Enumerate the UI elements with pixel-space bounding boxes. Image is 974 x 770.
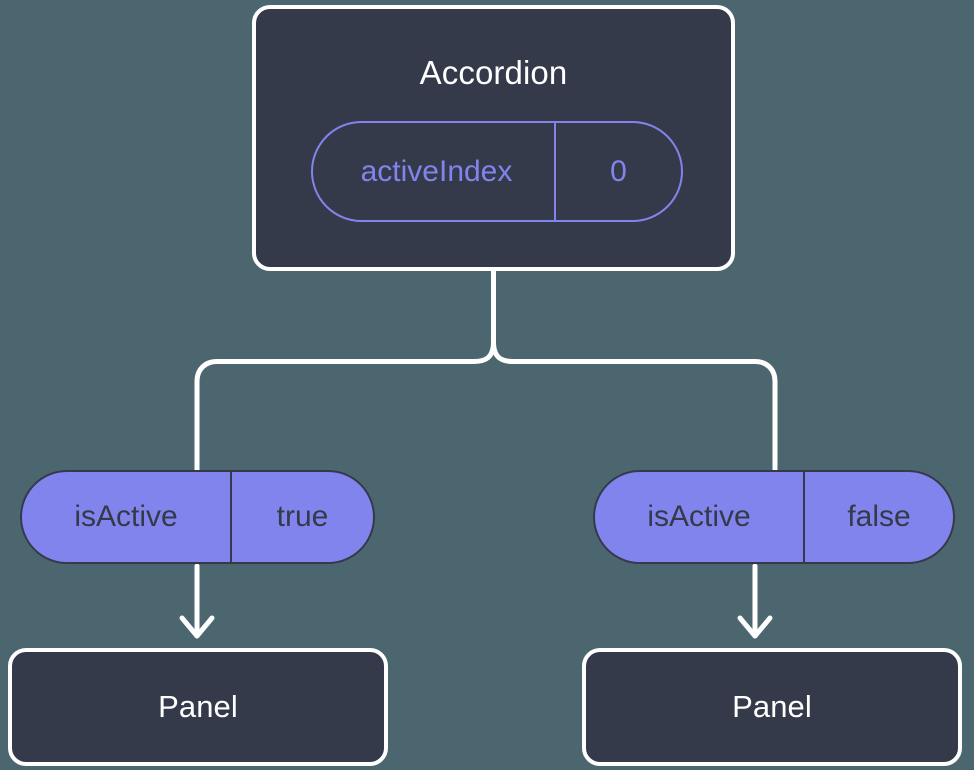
prop-badge-is-active-true[interactable]: isActive true <box>20 470 375 564</box>
panel-node-left[interactable]: Panel <box>8 648 388 766</box>
panel-label-right: Panel <box>732 689 812 724</box>
accordion-component-node[interactable]: Accordion activeIndex 0 <box>252 5 735 271</box>
prop-key-is-active-right: isActive <box>647 500 751 533</box>
prop-value-is-active-left: true <box>230 472 373 562</box>
connector-fork-right <box>491 339 778 473</box>
accordion-title: Accordion <box>419 54 568 91</box>
arrow-right-head <box>737 615 773 639</box>
panel-node-right[interactable]: Panel <box>582 648 962 766</box>
prop-value-is-active-right: false <box>803 472 953 562</box>
connector-fork-left <box>194 339 496 473</box>
prop-badge-active-index[interactable]: activeIndex 0 <box>311 121 683 222</box>
prop-key-is-active-left: isActive <box>74 500 178 533</box>
prop-key-active-index: activeIndex <box>360 154 513 188</box>
panel-label-left: Panel <box>158 689 238 724</box>
prop-badge-is-active-false[interactable]: isActive false <box>593 470 955 564</box>
prop-value-active-index: 0 <box>554 123 681 220</box>
arrow-left-head <box>179 615 215 639</box>
